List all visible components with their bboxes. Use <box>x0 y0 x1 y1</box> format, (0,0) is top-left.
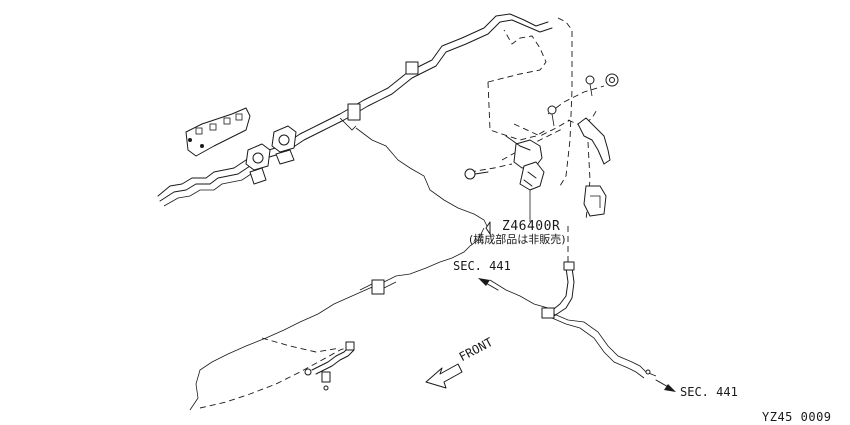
hose-bracket-clip <box>583 185 607 217</box>
front-arrow-icon <box>425 363 463 389</box>
small-hose-fitting <box>304 341 355 391</box>
pipe-clip-upper <box>339 61 419 131</box>
section-ref-lower: SEC. 441 <box>680 385 738 399</box>
figure-code: YZ45 0009 <box>762 410 832 424</box>
part-leader <box>485 190 531 235</box>
bolt-middle <box>547 105 557 127</box>
part-number-label: Z46400R <box>502 219 561 234</box>
mounting-bracket-left <box>185 107 251 157</box>
body-floor-outline <box>189 127 491 411</box>
valve-bracket-right <box>505 117 611 191</box>
flexible-hose <box>541 226 575 319</box>
section-arrow-lower-icon <box>655 379 676 392</box>
section-arrow-upper-icon <box>478 278 499 291</box>
bolt-left <box>464 168 489 180</box>
section-ref-upper: SEC. 441 <box>453 259 511 273</box>
lower-pipe-run <box>489 279 657 379</box>
pipe-junction-left <box>245 143 271 185</box>
pipe-junction-center <box>271 125 297 165</box>
part-note-label: (構成部品は非販売) <box>469 233 566 246</box>
bolt-upper <box>585 73 619 97</box>
floor-pipe-clip <box>359 279 397 295</box>
